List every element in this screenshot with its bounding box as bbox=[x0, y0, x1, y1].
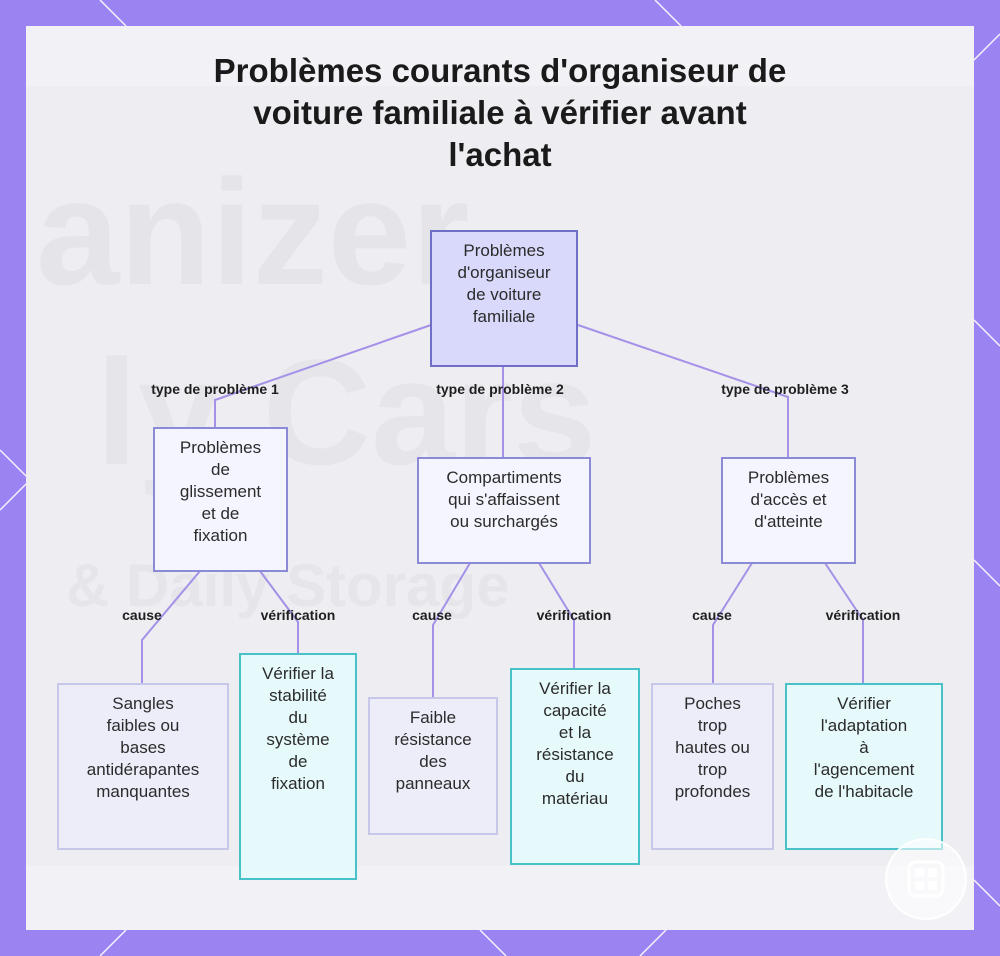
edge-label-cause-3: cause bbox=[692, 607, 732, 623]
check-node-1: Vérifier la stabilité du système de fixa… bbox=[239, 653, 357, 880]
check-node-2: Vérifier la capacité et la résistance du… bbox=[510, 668, 640, 865]
check2-line-6: matériau bbox=[536, 788, 613, 810]
cause1-line-3: bases bbox=[87, 737, 199, 759]
category-node-1: Problèmes de glissement et de fixation bbox=[153, 427, 288, 572]
cause3-line-3: hautes ou bbox=[675, 737, 751, 759]
cat2-line-1: Compartiments bbox=[446, 467, 561, 489]
edge-label-cause-2: cause bbox=[412, 607, 452, 623]
check1-line-3: du bbox=[262, 707, 334, 729]
edge-root-cat1 bbox=[215, 325, 431, 428]
edge-label-type3: type de problème 3 bbox=[721, 381, 849, 397]
cause2-line-1: Faible bbox=[394, 707, 471, 729]
cause2-line-4: panneaux bbox=[394, 773, 471, 795]
check1-line-1: Vérifier la bbox=[262, 663, 334, 685]
cat1-line-4: et de bbox=[180, 503, 261, 525]
cause3-line-5: profondes bbox=[675, 781, 751, 803]
check1-line-5: de bbox=[262, 751, 334, 773]
root-line-3: de voiture bbox=[457, 284, 550, 306]
cat3-line-3: d'atteinte bbox=[748, 511, 829, 533]
cat3-line-2: d'accès et bbox=[748, 489, 829, 511]
edge-cat1-cause1 bbox=[142, 571, 200, 684]
root-line-4: familiale bbox=[457, 306, 550, 328]
root-node: Problèmes d'organiseur de voiture famili… bbox=[430, 230, 578, 367]
cat1-line-2: de bbox=[180, 459, 261, 481]
edge-label-type2: type de problème 2 bbox=[436, 381, 564, 397]
cause3-line-1: Poches bbox=[675, 693, 751, 715]
edge-label-cause-1: cause bbox=[122, 607, 162, 623]
cat2-line-2: qui s'affaissent bbox=[446, 489, 561, 511]
edge-label-verification-1: vérification bbox=[261, 607, 336, 623]
cause-node-1: Sangles faibles ou bases antidérapantes … bbox=[57, 683, 229, 850]
category-node-3: Problèmes d'accès et d'atteinte bbox=[721, 457, 856, 564]
check2-line-2: capacité bbox=[536, 700, 613, 722]
check2-line-4: résistance bbox=[536, 744, 613, 766]
cause2-line-3: des bbox=[394, 751, 471, 773]
check1-line-6: fixation bbox=[262, 773, 334, 795]
cause1-line-4: antidérapantes bbox=[87, 759, 199, 781]
cause3-line-4: trop bbox=[675, 759, 751, 781]
edge-label-type1: type de problème 1 bbox=[151, 381, 279, 397]
edge-label-verification-3: vérification bbox=[826, 607, 901, 623]
root-line-2: d'organiseur bbox=[457, 262, 550, 284]
check1-line-2: stabilité bbox=[262, 685, 334, 707]
check2-line-5: du bbox=[536, 766, 613, 788]
check1-line-4: système bbox=[262, 729, 334, 751]
cause2-line-2: résistance bbox=[394, 729, 471, 751]
check2-line-1: Vérifier la bbox=[536, 678, 613, 700]
check3-line-2: l'adaptation bbox=[814, 715, 915, 737]
cause3-line-2: trop bbox=[675, 715, 751, 737]
edge-cat2-cause2 bbox=[433, 563, 470, 698]
check-node-3: Vérifier l'adaptation à l'agencement de … bbox=[785, 683, 943, 850]
root-line-1: Problèmes bbox=[457, 240, 550, 262]
cat1-line-3: glissement bbox=[180, 481, 261, 503]
watermark-logo-icon bbox=[885, 838, 967, 920]
category-node-2: Compartiments qui s'affaissent ou surcha… bbox=[417, 457, 591, 564]
cause-node-3: Poches trop hautes ou trop profondes bbox=[651, 683, 774, 850]
cat1-line-5: fixation bbox=[180, 525, 261, 547]
cause1-line-5: manquantes bbox=[87, 781, 199, 803]
cat1-line-1: Problèmes bbox=[180, 437, 261, 459]
cat2-line-3: ou surchargés bbox=[446, 511, 561, 533]
check3-line-4: l'agencement bbox=[814, 759, 915, 781]
edge-cat3-check3 bbox=[825, 563, 863, 684]
edge-cat3-cause3 bbox=[713, 563, 752, 684]
cause1-line-2: faibles ou bbox=[87, 715, 199, 737]
cause1-line-1: Sangles bbox=[87, 693, 199, 715]
cat3-line-1: Problèmes bbox=[748, 467, 829, 489]
check3-line-3: à bbox=[814, 737, 915, 759]
check3-line-1: Vérifier bbox=[814, 693, 915, 715]
check3-line-5: de l'habitacle bbox=[814, 781, 915, 803]
check2-line-3: et la bbox=[536, 722, 613, 744]
edge-label-verification-2: vérification bbox=[537, 607, 612, 623]
cause-node-2: Faible résistance des panneaux bbox=[368, 697, 498, 835]
